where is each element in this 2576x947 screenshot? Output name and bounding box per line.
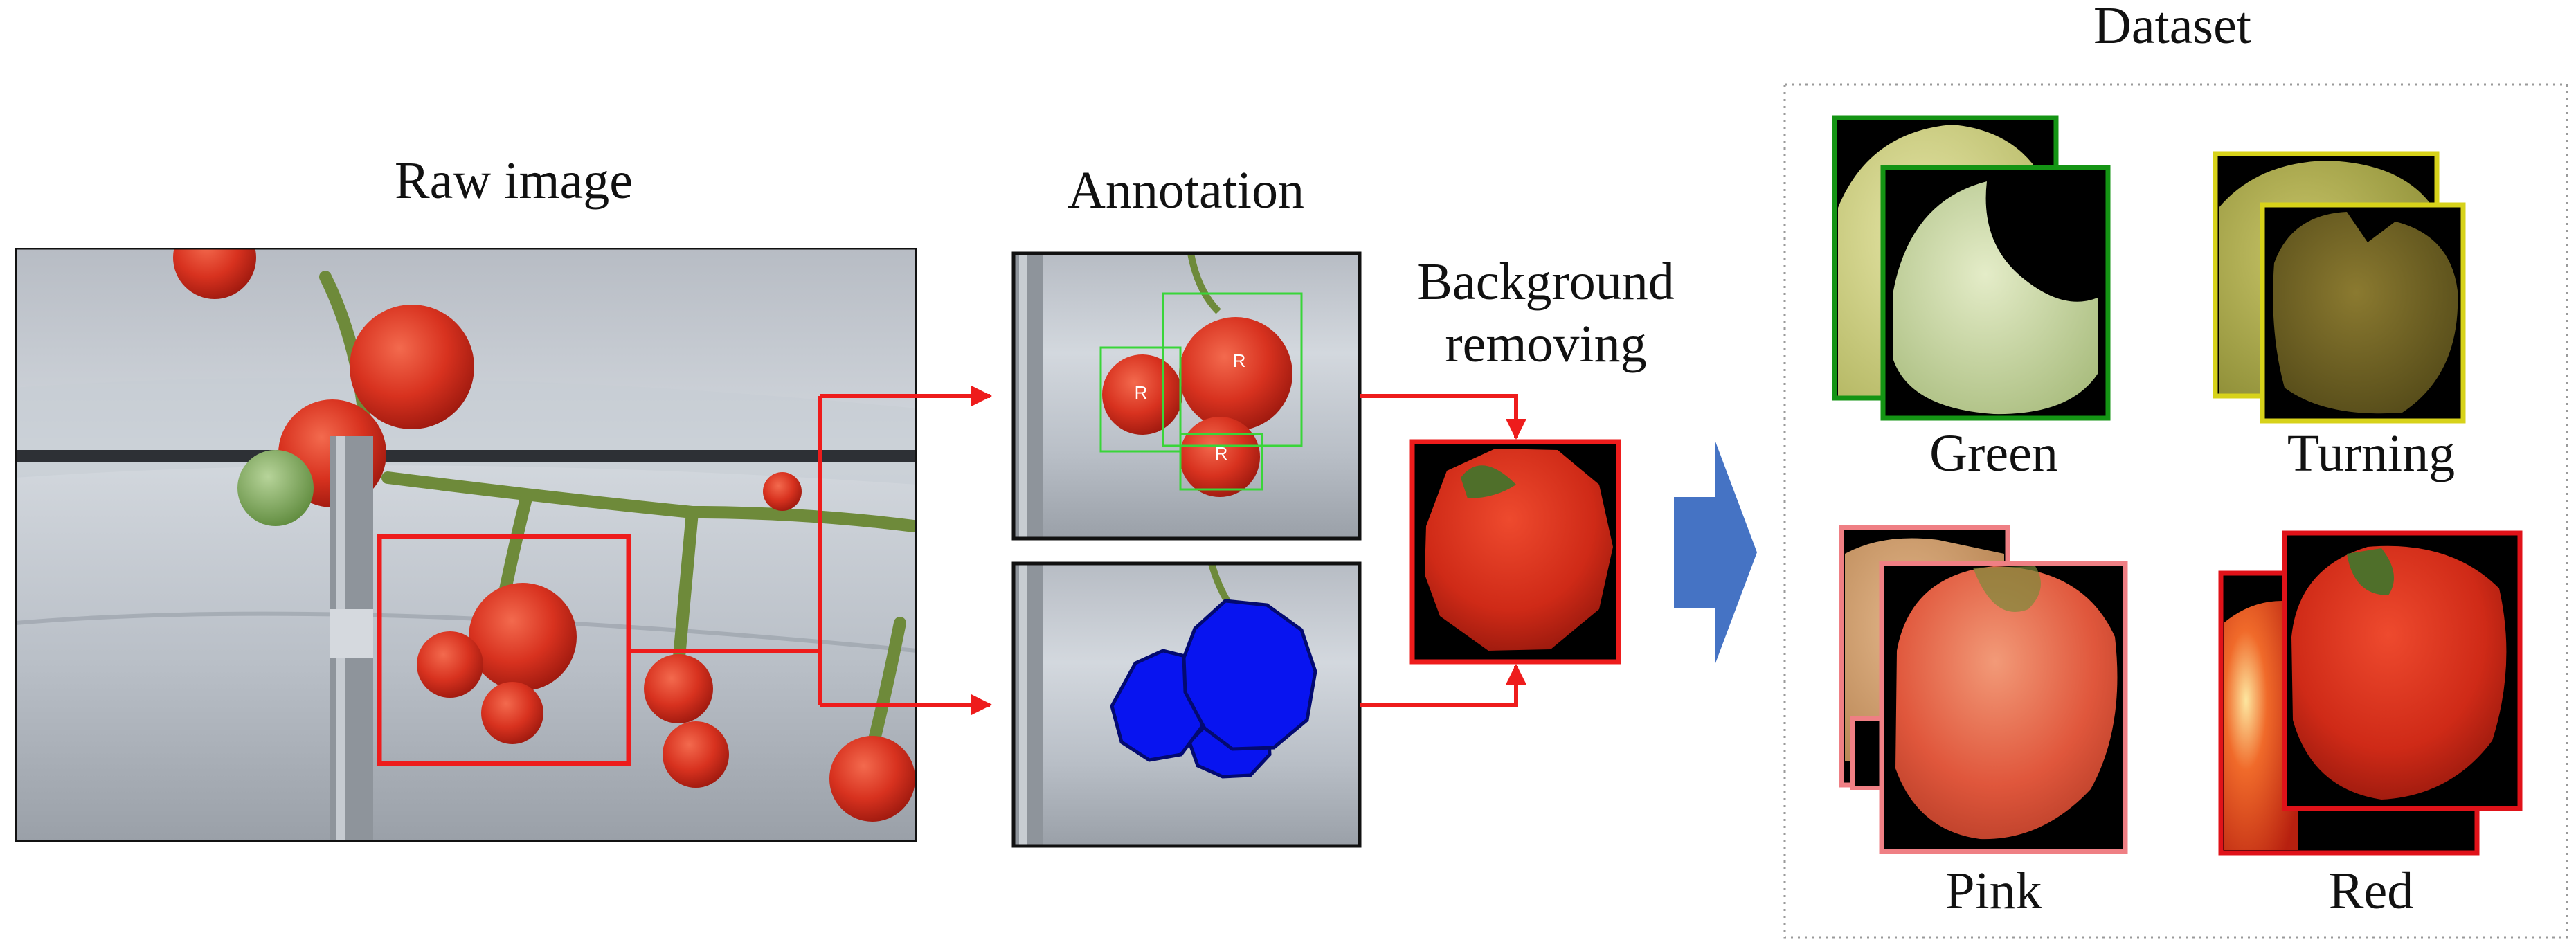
raw-image-title: Raw image — [395, 152, 633, 210]
background-removing-title: Background — [1417, 253, 1674, 311]
dataset-class-green — [1832, 115, 2111, 421]
dataset-label-green: Green — [1929, 424, 2058, 482]
bbox-tag: R — [1135, 382, 1148, 403]
dataset-label-pink: Pink — [1945, 862, 2042, 920]
bbox-tag: R — [1215, 443, 1228, 464]
bbox-tag: R — [1233, 350, 1246, 371]
background-removing-title-line2: removing — [1445, 315, 1646, 373]
bounding-boxes — [1099, 292, 1303, 491]
dataset-class-turning — [2213, 151, 2466, 424]
dataset-class-pink — [1839, 525, 2128, 854]
annotation-to-removal-arrows — [1360, 394, 1526, 707]
dataset-title: Dataset — [2093, 0, 2251, 55]
annotation-title: Annotation — [1068, 161, 1304, 219]
raw-image — [15, 248, 917, 842]
dataset-label-red: Red — [2329, 862, 2413, 920]
dataset-label-turning: Turning — [2287, 424, 2455, 482]
flow-arrow-icon — [1674, 442, 1757, 663]
dataset-class-red — [2218, 530, 2523, 856]
annotation-mask-image — [1011, 561, 1362, 848]
background-removed-tomato — [1409, 439, 1621, 665]
annotation-bbox-image: R R R — [1011, 251, 1362, 541]
raw-to-annotation-arrows — [629, 386, 992, 715]
